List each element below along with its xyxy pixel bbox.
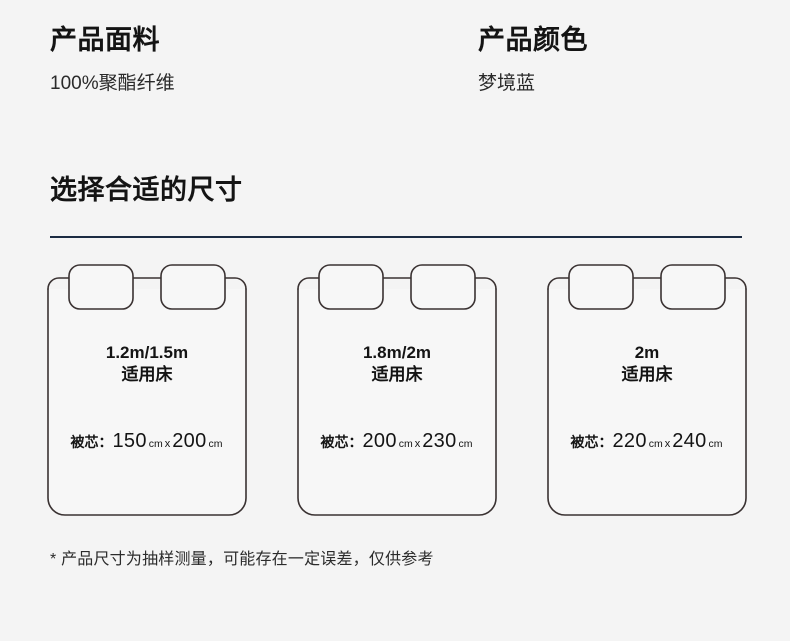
product-color-block: 产品颜色 梦境蓝 [478, 26, 588, 96]
product-fabric-title: 产品面料 [50, 25, 160, 55]
product-color-title: 产品颜色 [478, 25, 588, 55]
bed-diagram-icon [547, 264, 747, 516]
size-section-heading: 选择合适的尺寸 [50, 175, 243, 205]
product-fabric-value: 100%聚酯纤维 [50, 73, 175, 95]
bed-diagram-icon [47, 264, 247, 516]
product-info-row: 产品面料 100%聚酯纤维 产品颜色 梦境蓝 [0, 0, 790, 150]
bed-diagram-icon [297, 264, 497, 516]
product-color-value: 梦境蓝 [478, 73, 536, 95]
product-fabric-block: 产品面料 100%聚酯纤维 [50, 26, 175, 96]
size-footnote: * 产品尺寸为抽样测量，可能存在一定误差，仅供参考 [50, 551, 434, 568]
section-divider [50, 236, 742, 238]
